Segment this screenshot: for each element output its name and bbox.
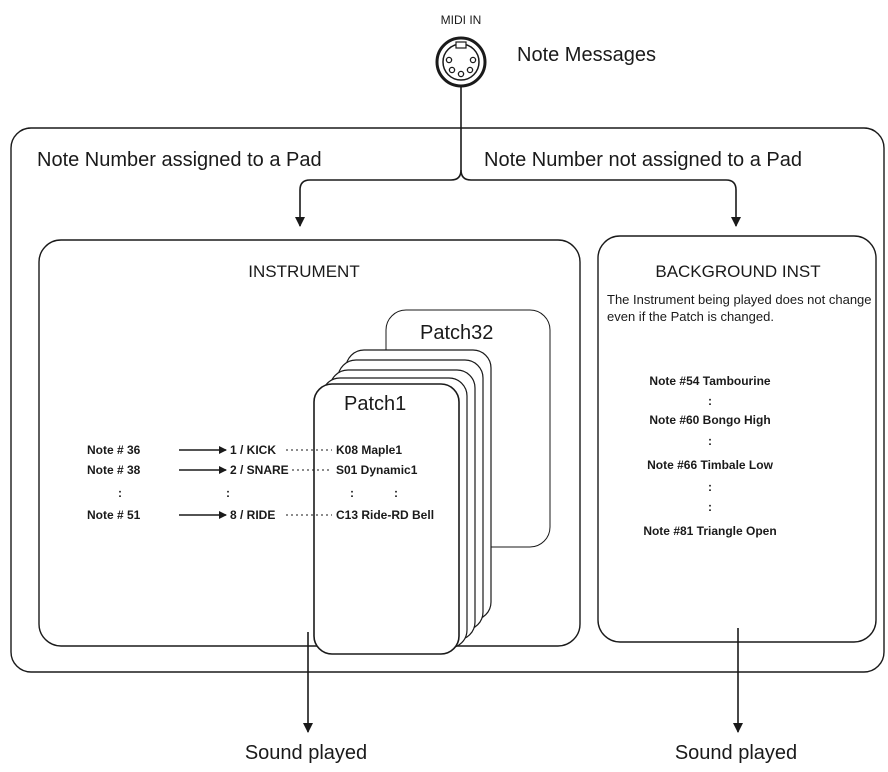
mapping-inst-k08: K08 Maple1 [336, 443, 403, 457]
bg-ellipsis-4: : [708, 500, 712, 514]
sound-played-left: Sound played [244, 742, 368, 764]
midi-connector-icon [435, 36, 487, 88]
instrument-panel [38, 239, 581, 647]
mapping-pad-snare: 2 / SNARE [230, 463, 289, 477]
background-inst-description: The Instrument being played does not cha… [607, 292, 872, 324]
bg-ellipsis-3: : [708, 480, 712, 494]
module-frame [10, 127, 885, 673]
background-inst-title: BACKGROUND INST [655, 262, 821, 281]
midi-in-label: MIDI IN [440, 13, 482, 27]
ellipsis-pad: : [226, 486, 230, 500]
mapping-pad-kick: 1 / KICK [230, 443, 277, 457]
patch-stack [313, 309, 551, 655]
mapping-note-38: Note # 38 [87, 463, 141, 477]
mapping-pad-ride: 8 / RIDE [230, 508, 276, 522]
mapping-inst-s01: S01 Dynamic1 [336, 463, 418, 477]
pad-to-instrument-dotted-lines [286, 449, 332, 516]
mapping-inst-c13: C13 Ride-RD Bell [336, 508, 435, 522]
patch32-label: Patch32 [420, 322, 494, 344]
bg-ellipsis-2: : [708, 434, 712, 448]
mapping-note-36: Note # 36 [87, 443, 141, 457]
bg-note-60: Note #60 Bongo High [649, 413, 771, 427]
ellipsis-inst-1: : [350, 486, 354, 500]
sound-played-right: Sound played [674, 742, 798, 764]
ellipsis-inst-2: : [394, 486, 398, 500]
bg-note-54: Note #54 Tambourine [649, 374, 771, 388]
not-assigned-branch-label: Note Number not assigned to a Pad [484, 149, 802, 171]
ellipsis-note: : [118, 486, 122, 500]
patch1-label: Patch1 [344, 393, 407, 415]
branch-connector [295, 86, 741, 227]
note-messages-label: Note Messages [517, 44, 656, 66]
note-to-pad-arrows [179, 446, 227, 519]
bg-note-81: Note #81 Triangle Open [643, 524, 777, 538]
instrument-title: INSTRUMENT [248, 262, 360, 281]
assigned-branch-label: Note Number assigned to a Pad [37, 149, 322, 171]
background-inst-panel [597, 235, 877, 643]
mapping-note-51: Note # 51 [87, 508, 141, 522]
bg-note-66: Note #66 Timbale Low [647, 458, 773, 472]
bg-ellipsis-1: : [708, 394, 712, 408]
